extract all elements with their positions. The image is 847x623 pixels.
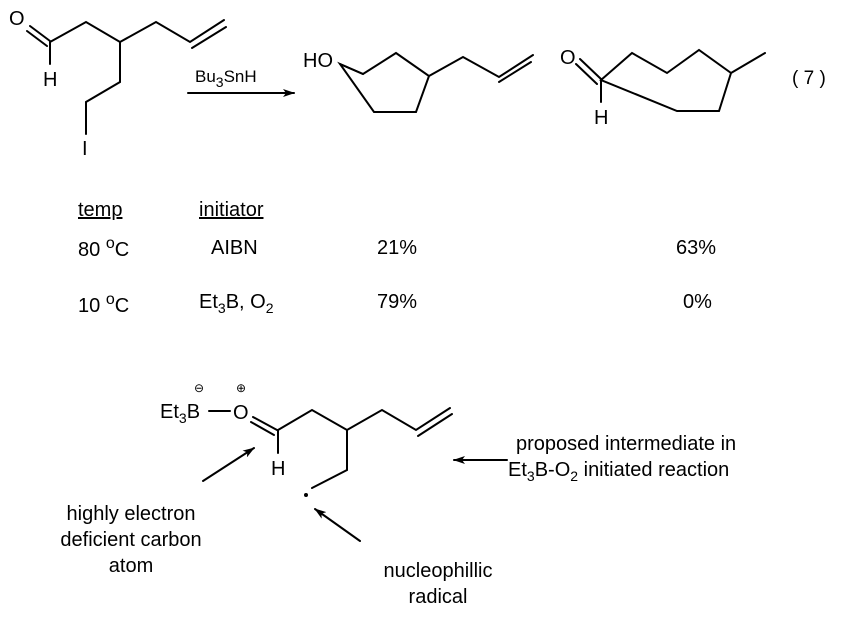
header-temp: temp — [78, 199, 122, 221]
equation-number: ( 7 ) — [792, 68, 826, 89]
triethylborane-label: Et3B — [160, 401, 200, 426]
product-aldehyde: O H — [560, 47, 766, 129]
row2-initiator: Et3B, O2 — [199, 291, 274, 316]
radical-arrow — [314, 508, 361, 542]
header-initiator: initiator — [199, 199, 264, 221]
product2-hydrogen: H — [594, 107, 608, 129]
product2-oxygen: O — [560, 47, 576, 69]
radical-dot — [304, 493, 308, 497]
start-iodine: I — [82, 138, 88, 160]
start-hydrogen: H — [43, 69, 57, 91]
intermediate-label-line1: proposed intermediate in — [516, 433, 736, 455]
row1-yield1: 21% — [377, 237, 417, 259]
product-cyclopentanol: HO — [303, 50, 534, 113]
row1-initiator: AIBN — [211, 237, 258, 259]
start-oxygen: O — [9, 8, 25, 30]
radical-note-line1: nucleophillic — [384, 560, 493, 582]
conditions-table: temp initiator 80 oC AIBN 21% 63% 10 oC … — [78, 199, 716, 317]
positive-charge-icon: ⊕ — [236, 381, 246, 395]
negative-charge-icon: ⊖ — [194, 381, 204, 395]
intermediate-oxygen: O — [233, 402, 249, 424]
intermediate-hydrogen: H — [271, 458, 285, 480]
carbon-note-line1: highly electron — [67, 503, 196, 525]
proposed-intermediate: Et3B O ⊖ ⊕ H proposed intermediate in Et… — [60, 381, 736, 608]
row2-temp: 10 oC — [78, 291, 129, 317]
hydroxyl-label: HO — [303, 50, 333, 72]
row2-yield1: 79% — [377, 291, 417, 313]
starting-material: O H I — [9, 8, 227, 160]
row2-yield2: 0% — [683, 291, 712, 313]
radical-note-line2: radical — [409, 586, 468, 608]
row1-yield2: 63% — [676, 237, 716, 259]
intermediate-label-line2: Et3B-O2 initiated reaction — [508, 459, 729, 484]
carbon-arrow — [202, 447, 255, 482]
carbon-note-line2: deficient carbon — [60, 529, 201, 551]
row1-temp: 80 oC — [78, 235, 129, 261]
reaction-arrow: Bu3SnH — [187, 67, 295, 97]
reagent-label: Bu3SnH — [195, 67, 257, 90]
carbon-note-line3: atom — [109, 555, 153, 577]
